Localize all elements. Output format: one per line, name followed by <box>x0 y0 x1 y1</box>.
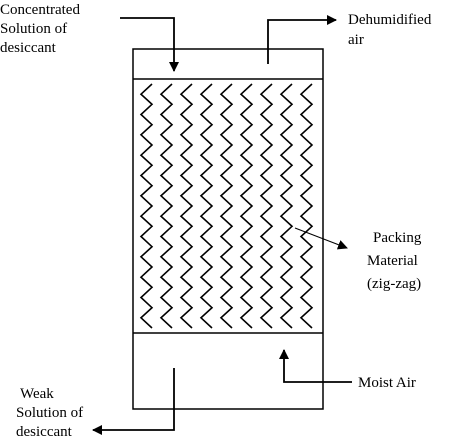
concentrated-solution-label-line: desiccant <box>0 40 57 56</box>
zigzag-column <box>239 83 254 329</box>
zigzag-column <box>159 83 174 329</box>
zigzag-column <box>299 83 314 329</box>
weak-solution-label-line: Weak <box>20 386 54 402</box>
weak-solution-label-line: Solution of <box>16 405 83 421</box>
packing-material-label-line: (zig-zag) <box>367 276 421 292</box>
dehumidified-air-label-line: Dehumidified <box>348 12 432 28</box>
weak-solution-label-line: desiccant <box>16 424 73 440</box>
concentrated-solution-label-line: Solution of <box>0 21 67 37</box>
moist-air-label-line: Moist Air <box>358 375 416 391</box>
moist-air-inlet-arrow <box>279 349 352 383</box>
concentrated-solution-inlet-arrow <box>120 17 179 72</box>
dehumidified-air-label: Dehumidified air <box>348 12 435 48</box>
column-vessel <box>132 48 324 410</box>
weak-solution-outlet-arrow <box>92 368 175 435</box>
zigzag-column <box>259 83 274 329</box>
packing-material-label-line: Packing <box>373 230 422 246</box>
weak-solution-label: Weak Solution of desiccant <box>16 386 87 440</box>
packing-material-label-line: Material <box>367 253 418 269</box>
concentrated-solution-label-line: Concentrated <box>0 2 80 18</box>
zigzag-column <box>199 83 214 329</box>
moist-air-label: Moist Air <box>358 375 416 391</box>
packing-zigzag <box>139 83 314 329</box>
zigzag-column <box>219 83 234 329</box>
packing-material-pointer-arrow <box>294 227 348 250</box>
dehumidified-air-label-line: air <box>348 32 364 48</box>
zigzag-column <box>279 83 294 329</box>
zigzag-column <box>179 83 194 329</box>
packing-material-label: Packing Material (zig-zag) <box>367 230 425 292</box>
zigzag-column <box>139 83 154 329</box>
concentrated-solution-label: Concentrated Solution of desiccant <box>0 2 84 56</box>
dehumidified-air-outlet-arrow <box>267 15 337 64</box>
